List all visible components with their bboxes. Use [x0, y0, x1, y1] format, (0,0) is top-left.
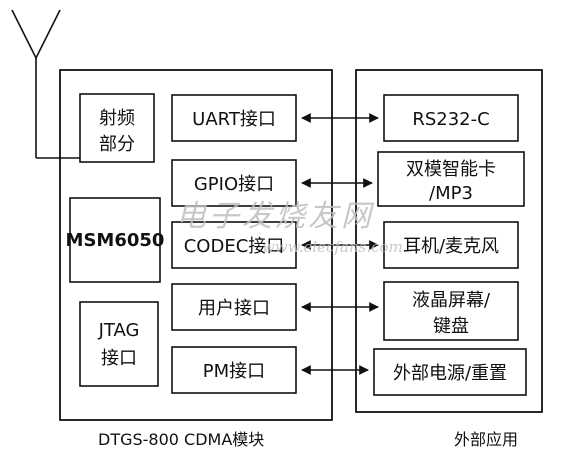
antenna-icon: [11, 9, 80, 159]
interface-uart: UART接口: [171, 94, 297, 142]
device-lcd-line-1: 液晶屏幕/: [412, 290, 491, 311]
watermark-title: 电子发烧友网: [176, 199, 375, 234]
interface-user: 用户接口: [171, 283, 297, 331]
interface-gpio: GPIO接口: [171, 159, 297, 207]
rf-block-line-2: 部分: [99, 134, 135, 155]
msm6050-label: MSM6050: [66, 230, 165, 251]
device-headset: 耳机/麦克风: [383, 221, 519, 269]
jtag-line-1: JTAG: [98, 320, 140, 341]
watermark-url: www.elecfans.com: [262, 238, 403, 256]
external-caption: 外部应用: [454, 430, 518, 449]
interface-codec-label: CODEC接口: [184, 236, 285, 257]
device-rs232: RS232-C: [383, 94, 519, 142]
rf-block-line-1: 射频: [99, 108, 135, 129]
device-lcd: 液晶屏幕/ 键盘: [383, 281, 519, 341]
device-power: 外部电源/重置: [373, 348, 527, 396]
watermark: 电子发烧友网 www.elecfans.com: [176, 199, 403, 256]
interface-uart-label: UART接口: [192, 109, 276, 130]
device-smartcard-line-2: /MP3: [429, 183, 473, 204]
device-smartcard-line-1: 双模智能卡: [406, 159, 496, 180]
msm6050-block: MSM6050: [66, 197, 165, 283]
device-power-label: 外部电源/重置: [393, 363, 507, 384]
interface-user-label: 用户接口: [198, 298, 270, 319]
rf-block: 射频 部分: [79, 93, 155, 163]
jtag-line-2: 接口: [101, 348, 137, 369]
interface-pm-label: PM接口: [203, 361, 265, 382]
jtag-block: JTAG 接口: [79, 301, 159, 387]
device-smartcard: 双模智能卡 /MP3: [377, 151, 525, 207]
interface-pm: PM接口: [171, 346, 297, 394]
device-lcd-line-2: 键盘: [433, 316, 469, 337]
interface-codec: CODEC接口: [171, 221, 297, 269]
device-rs232-label: RS232-C: [412, 109, 489, 130]
device-headset-label: 耳机/麦克风: [403, 236, 499, 257]
module-caption: DTGS-800 CDMA模块: [98, 430, 264, 449]
interface-gpio-label: GPIO接口: [194, 174, 274, 195]
